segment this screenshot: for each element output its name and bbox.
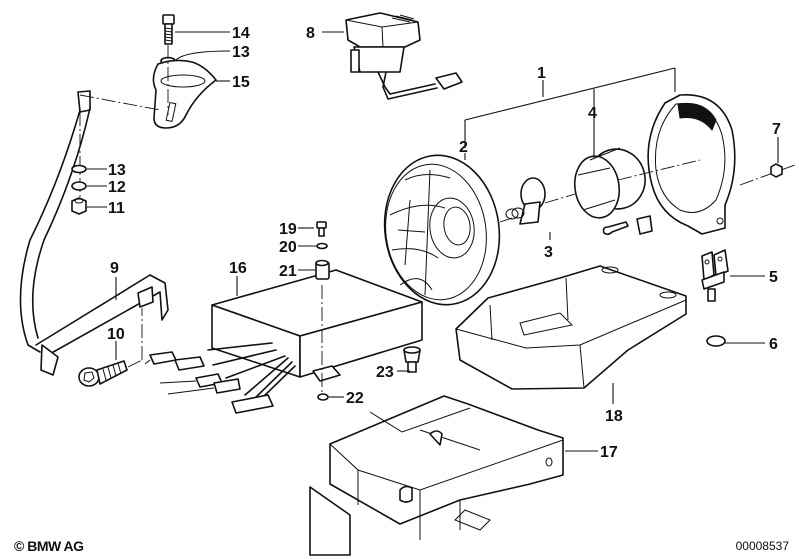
part-16-wiring-harness xyxy=(144,342,296,414)
callout-4[interactable]: 4 xyxy=(588,105,597,122)
part-21-spacer[interactable] xyxy=(315,259,330,280)
part-7-nut[interactable] xyxy=(770,163,783,178)
copyright-notice: © BMW AG xyxy=(14,538,84,554)
callout-5[interactable]: 5 xyxy=(769,269,778,286)
callout-21[interactable]: 21 xyxy=(279,263,297,280)
part-8-switch[interactable] xyxy=(345,12,463,100)
part-11-nut[interactable] xyxy=(71,197,87,215)
part-16-control-box[interactable] xyxy=(211,269,423,382)
callout-20[interactable]: 20 xyxy=(279,239,297,256)
part-15-bracket[interactable] xyxy=(152,59,217,129)
callout-23[interactable]: 23 xyxy=(376,364,394,381)
callout-9[interactable]: 9 xyxy=(110,260,119,277)
part-13-washer-lower[interactable] xyxy=(71,164,87,174)
callout-22[interactable]: 22 xyxy=(346,390,364,407)
drawing-number: 00008537 xyxy=(735,539,789,553)
callout-11[interactable]: 11 xyxy=(108,200,125,217)
callout-16[interactable]: 16 xyxy=(229,260,247,277)
part-23-buffer[interactable] xyxy=(403,346,421,373)
callout-17[interactable]: 17 xyxy=(600,444,618,461)
part-4-reflector-ring[interactable] xyxy=(571,144,651,221)
callout-1[interactable]: 1 xyxy=(537,65,546,82)
callout-18[interactable]: 18 xyxy=(605,408,623,425)
part-14-bolt[interactable] xyxy=(162,14,175,45)
callout-3[interactable]: 3 xyxy=(544,244,553,261)
callout-10[interactable]: 10 xyxy=(107,326,125,343)
callout-leaders xyxy=(87,31,779,452)
part-2-headlight-insert[interactable] xyxy=(375,148,509,312)
part-10-socket-screw[interactable] xyxy=(78,360,128,387)
part-20-washer[interactable] xyxy=(316,242,328,250)
callout-14[interactable]: 14 xyxy=(232,25,250,42)
callout-19[interactable]: 19 xyxy=(279,221,297,238)
part-3-bulb[interactable] xyxy=(505,177,546,225)
part-17-base-tray[interactable] xyxy=(309,395,564,556)
part-5-mounting-fork[interactable] xyxy=(701,249,729,302)
part-6-nut[interactable] xyxy=(706,335,726,347)
callout-13-upper[interactable]: 13 xyxy=(232,44,250,61)
part-22-washer[interactable] xyxy=(317,393,329,401)
part-9-mounting-arm[interactable] xyxy=(19,90,169,376)
callout-8[interactable]: 8 xyxy=(306,25,315,42)
callout-labels: 1 2 3 4 5 6 7 8 9 10 11 12 13 13 14 15 1… xyxy=(107,25,781,461)
callout-6[interactable]: 6 xyxy=(769,336,778,353)
callout-7[interactable]: 7 xyxy=(772,121,781,138)
callout-2[interactable]: 2 xyxy=(459,139,468,156)
part-1-headlight-housing[interactable] xyxy=(602,94,736,236)
part-18-lower-shell[interactable] xyxy=(455,265,687,390)
callout-13-lower[interactable]: 13 xyxy=(108,162,126,179)
callout-15[interactable]: 15 xyxy=(232,74,250,91)
part-19-screw[interactable] xyxy=(316,221,327,237)
part-12-spring-washer[interactable] xyxy=(71,181,87,191)
callout-12[interactable]: 12 xyxy=(108,179,126,196)
